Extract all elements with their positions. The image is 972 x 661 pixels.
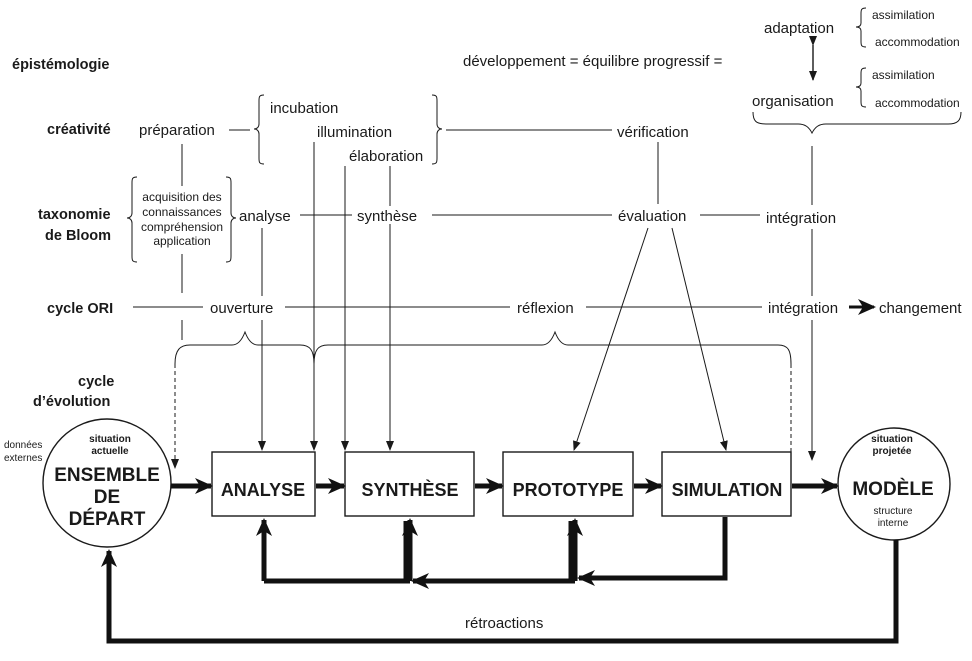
assimilation-label-2: assimilation: [872, 68, 935, 82]
creativity-left-brace: [253, 94, 265, 165]
start-small-label-1: situation: [89, 434, 131, 445]
row-label-evolution-1: cycle: [78, 374, 114, 390]
creativity-right-brace: [431, 94, 443, 165]
donnees-label-2: externes: [4, 453, 42, 464]
start-big-label-2: DE: [94, 487, 120, 508]
ori-integration-label: intégration: [768, 300, 838, 317]
start-small-label-2: actuelle: [91, 446, 129, 457]
assimilation-label-1: assimilation: [872, 8, 935, 22]
end-small-label-1: situation: [871, 434, 913, 445]
start-set-node: situation actuelle ENSEMBLE DE DÉPART: [42, 418, 172, 548]
box-analyse-label: ANALYSE: [221, 480, 305, 500]
arrow-evaluation-prototype: [573, 227, 649, 451]
bloom-group-line-4: application: [153, 234, 210, 248]
organisation-label: organisation: [752, 93, 834, 110]
row-label-evolution-2: d’évolution: [33, 394, 110, 410]
retroactions-label: rétroactions: [465, 615, 543, 632]
accommodation-label-2: accommodation: [875, 96, 960, 110]
ori-changement-label: changement: [879, 300, 962, 317]
bloom-left-brace: [126, 176, 138, 263]
box-analyse: ANALYSE: [211, 451, 316, 517]
ori-ouverture-label: ouverture: [210, 300, 273, 317]
arrow-evaluation-simulation: [671, 227, 728, 451]
donnees-label-1: données: [4, 440, 42, 451]
bloom-group-line-3: compréhension: [141, 220, 223, 234]
row-label-epistemology: épistémologie: [12, 57, 110, 73]
bloom-group-line-2: connaissances: [142, 205, 221, 219]
bloom-synthese-label: synthèse: [357, 208, 417, 225]
adaptation-brace: [855, 7, 867, 48]
bloom-analyse-label: analyse: [239, 208, 291, 225]
epistemology-equation: développement = équilibre progressif =: [463, 53, 723, 70]
row-label-ori: cycle ORI: [47, 301, 113, 317]
bloom-evaluation-label: évaluation: [618, 208, 686, 225]
row-label-creativity: créativité: [47, 122, 111, 138]
box-prototype: PROTOTYPE: [502, 451, 634, 517]
box-prototype-label: PROTOTYPE: [513, 480, 624, 500]
feedback-loops: [101, 517, 899, 644]
epistemology-bottom-brace: [752, 111, 962, 135]
end-small-label-2: projetée: [873, 446, 912, 457]
preparation-label: préparation: [139, 122, 215, 139]
start-big-label-1: ENSEMBLE: [54, 465, 160, 486]
incubation-label: incubation: [270, 100, 338, 117]
end-sub-label-1: structure: [874, 506, 913, 517]
row-label-taxonomy-2: de Bloom: [45, 228, 111, 244]
row-label-taxonomy-1: taxonomie: [38, 207, 111, 223]
box-simulation-label: SIMULATION: [672, 480, 783, 500]
model-node: situation projetée MODÈLE structure inte…: [837, 427, 951, 541]
accommodation-label-1: accommodation: [875, 35, 960, 49]
organisation-brace: [855, 67, 867, 108]
ori-reflexion-label: réflexion: [517, 300, 574, 317]
box-simulation: SIMULATION: [661, 451, 792, 517]
bloom-group-line-1: acquisition des: [142, 190, 221, 204]
elaboration-label: élaboration: [349, 148, 423, 165]
start-big-label-3: DÉPART: [69, 508, 146, 530]
box-synthese-label: SYNTHÈSE: [361, 479, 458, 500]
end-sub-label-2: interne: [878, 518, 909, 529]
adaptation-label: adaptation: [764, 20, 834, 37]
illumination-label: illumination: [317, 124, 392, 141]
bloom-right-brace: [225, 176, 237, 263]
box-synthese: SYNTHÈSE: [344, 451, 475, 517]
bloom-integration-label: intégration: [766, 210, 836, 227]
end-big-label: MODÈLE: [852, 478, 933, 500]
verification-label: vérification: [617, 124, 689, 141]
